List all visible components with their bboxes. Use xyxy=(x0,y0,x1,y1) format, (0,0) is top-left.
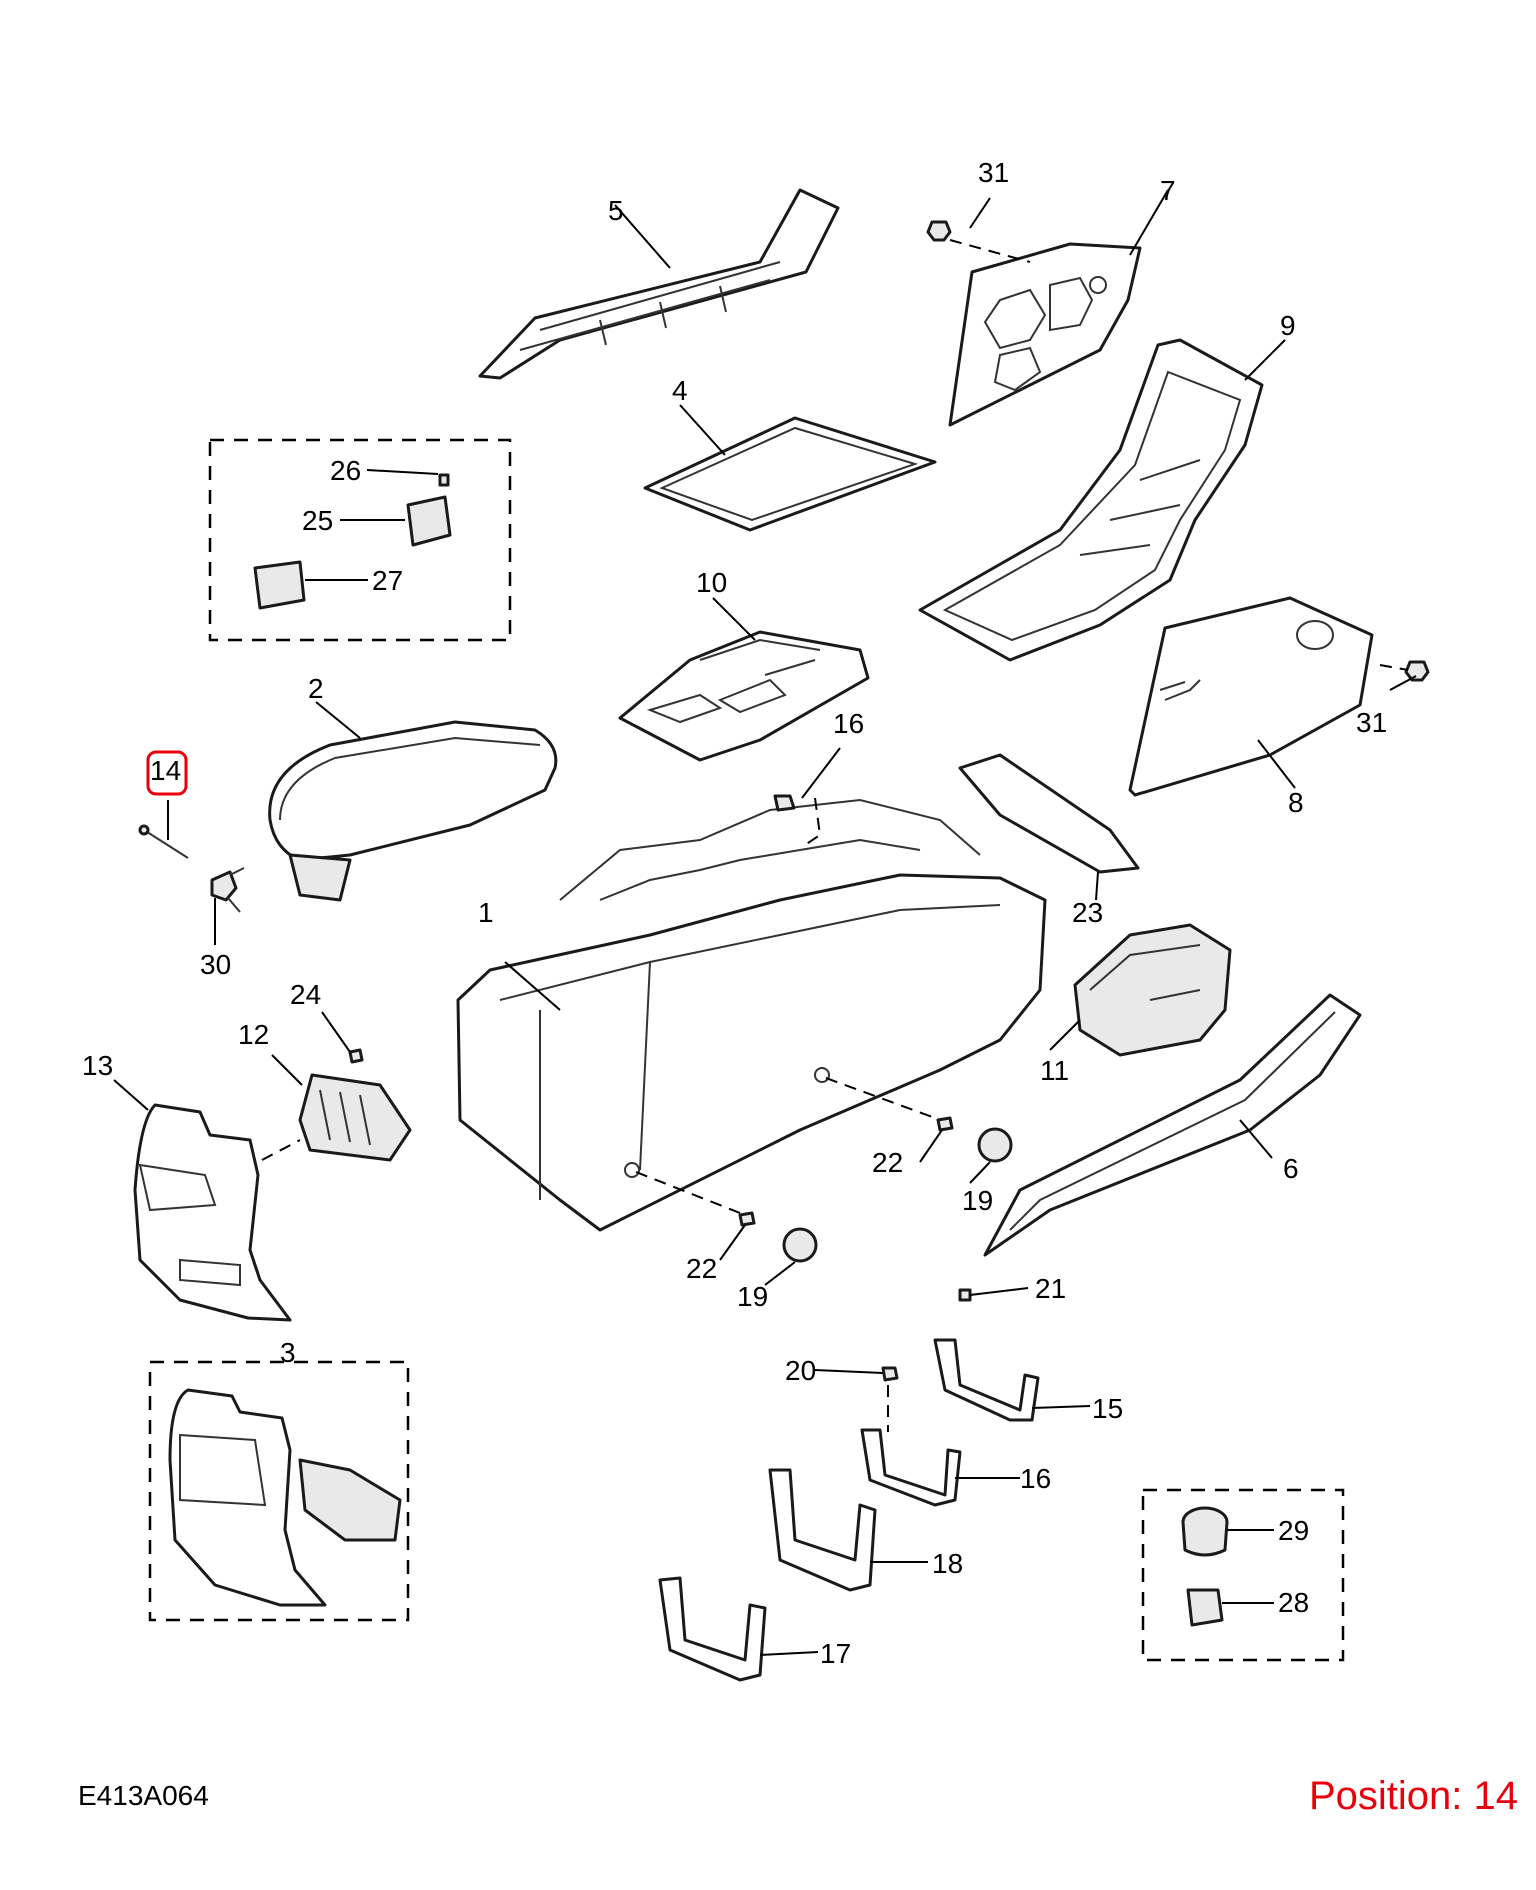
part-28-drawing xyxy=(1186,1588,1224,1627)
part-12-drawing xyxy=(298,1073,412,1162)
position-label: Position: 14 xyxy=(1308,1774,1518,1818)
part-26-drawing xyxy=(438,473,450,487)
callout-31-top[interactable]: 31 xyxy=(978,157,1009,188)
part-24-drawing xyxy=(348,1048,364,1064)
callout-4[interactable]: 4 xyxy=(672,375,688,406)
callout-22-left[interactable]: 22 xyxy=(686,1253,717,1284)
part-6-drawing xyxy=(983,993,1362,1257)
callout-16-bracket[interactable]: 16 xyxy=(1020,1463,1051,1494)
callout-24[interactable]: 24 xyxy=(290,979,321,1010)
callout-6[interactable]: 6 xyxy=(1283,1153,1299,1184)
part-19-b-drawing xyxy=(782,1227,818,1263)
position-highlight-box xyxy=(146,750,188,796)
part-13-drawing xyxy=(133,1103,292,1322)
part-16-drawing xyxy=(860,1428,962,1507)
group-box-power-outlet xyxy=(1141,1488,1345,1662)
callout-1[interactable]: 1 xyxy=(478,897,494,928)
callout-27[interactable]: 27 xyxy=(372,565,403,596)
callout-8[interactable]: 8 xyxy=(1288,787,1304,818)
callout-10[interactable]: 10 xyxy=(696,567,727,598)
callout-13[interactable]: 13 xyxy=(82,1050,113,1081)
part-22-b-drawing xyxy=(738,1211,756,1227)
part-27-drawing xyxy=(253,560,306,610)
callout-11[interactable]: 11 xyxy=(1040,1055,1069,1086)
part-22-a-drawing xyxy=(936,1116,954,1132)
part-1-drawing xyxy=(456,798,1047,1232)
part-25-drawing xyxy=(406,495,452,547)
leader-lines xyxy=(113,189,1417,1656)
callout-25[interactable]: 25 xyxy=(302,505,333,536)
callout-19-right[interactable]: 19 xyxy=(962,1185,993,1216)
part-16-top-drawing xyxy=(773,794,796,812)
callout-18[interactable]: 18 xyxy=(932,1548,963,1579)
callout-14[interactable]: 14 xyxy=(150,755,181,786)
callout-31-right[interactable]: 31 xyxy=(1356,707,1387,738)
assembly-line-31-8 xyxy=(1379,664,1409,671)
part-2-drawing xyxy=(268,720,558,902)
assembly-line-31-7 xyxy=(949,239,1031,263)
callout-26[interactable]: 26 xyxy=(330,455,361,486)
group-box-rear-trim xyxy=(148,1360,410,1622)
callout-23[interactable]: 23 xyxy=(1072,897,1103,928)
callout-30[interactable]: 30 xyxy=(200,949,231,980)
part-31-top-drawing xyxy=(926,220,952,242)
callout-2[interactable]: 2 xyxy=(308,673,324,704)
part-7-drawing xyxy=(948,242,1142,427)
part-30-drawing xyxy=(210,867,245,913)
part-20-drawing xyxy=(881,1366,899,1382)
part-21-drawing xyxy=(958,1288,972,1302)
part-17-drawing xyxy=(658,1576,767,1682)
part-3-drawing xyxy=(168,1388,402,1607)
callout-21[interactable]: 21 xyxy=(1035,1273,1066,1304)
callout-28[interactable]: 28 xyxy=(1278,1587,1309,1618)
part-14-drawing xyxy=(138,824,189,859)
callout-29[interactable]: 29 xyxy=(1278,1515,1309,1546)
callout-3[interactable]: 3 xyxy=(280,1337,296,1368)
part-18-drawing xyxy=(768,1468,877,1592)
part-9-drawing xyxy=(918,338,1264,662)
assembly-line-12-13 xyxy=(261,1139,301,1161)
callout-7[interactable]: 7 xyxy=(1160,175,1176,206)
callout-15[interactable]: 15 xyxy=(1092,1393,1123,1424)
callout-17[interactable]: 17 xyxy=(820,1638,851,1669)
assembly-line-16-top xyxy=(804,797,822,846)
part-4-drawing xyxy=(643,416,937,532)
callout-16-top[interactable]: 16 xyxy=(833,708,864,739)
callout-12[interactable]: 12 xyxy=(238,1019,269,1050)
part-31-right-drawing xyxy=(1404,660,1430,682)
part-8-drawing xyxy=(1128,596,1374,797)
callout-19-left[interactable]: 19 xyxy=(737,1281,768,1312)
diagram-code: E413A064 xyxy=(78,1780,209,1811)
part-11-drawing xyxy=(1073,923,1232,1057)
part-19-a-drawing xyxy=(977,1127,1013,1163)
callout-22-right[interactable]: 22 xyxy=(872,1147,903,1178)
callout-20[interactable]: 20 xyxy=(785,1355,816,1386)
part-29-drawing xyxy=(1181,1506,1229,1557)
callout-5[interactable]: 5 xyxy=(608,195,624,226)
callout-9[interactable]: 9 xyxy=(1280,310,1296,341)
group-box-switches xyxy=(208,438,512,642)
part-23-drawing xyxy=(958,753,1140,874)
part-15-drawing xyxy=(933,1338,1040,1422)
part-5-drawing xyxy=(478,188,840,380)
part-10-drawing xyxy=(618,630,870,762)
